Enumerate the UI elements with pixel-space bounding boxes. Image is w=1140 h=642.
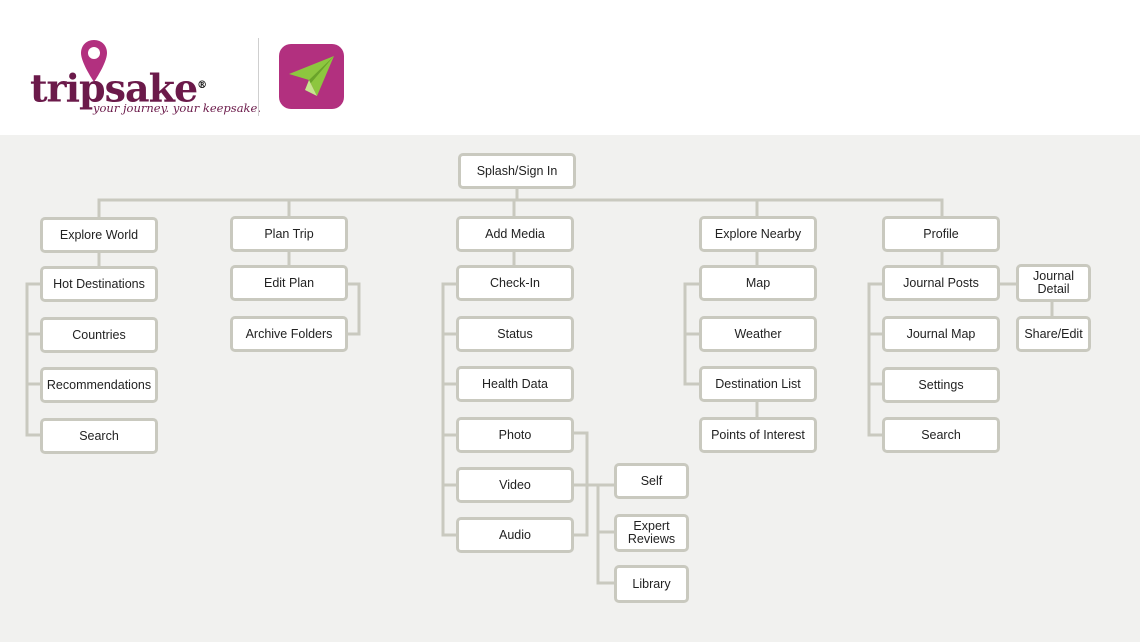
logo-word-trip: trip	[30, 65, 106, 111]
connector-lines	[25, 185, 1054, 585]
header-divider	[258, 38, 259, 116]
node-audio: Audio	[456, 517, 574, 553]
node-recommendations: Recommendations	[40, 367, 158, 403]
node-expert-reviews: Expert Reviews	[614, 514, 689, 552]
node-add-media: Add Media	[456, 216, 574, 252]
node-share-edit: Share/Edit	[1016, 316, 1091, 352]
node-world-search: Search	[40, 418, 158, 454]
node-journal-detail: Journal Detail	[1016, 264, 1091, 302]
tripsake-logo: tripsake® your journey. your keepsake.	[30, 38, 261, 120]
node-settings: Settings	[882, 367, 1000, 403]
paper-plane-icon	[279, 44, 344, 109]
node-destination-list: Destination List	[699, 366, 817, 402]
node-weather: Weather	[699, 316, 817, 352]
node-countries: Countries	[40, 317, 158, 353]
logo-tagline: your journey. your keepsake.	[93, 101, 261, 115]
node-map: Map	[699, 265, 817, 301]
node-profile-search: Search	[882, 417, 1000, 453]
sitemap-diagram: Splash/Sign In Explore World Hot Destina…	[0, 135, 1140, 642]
node-photo: Photo	[456, 417, 574, 453]
node-profile: Profile	[882, 216, 1000, 252]
registered-mark: ®	[197, 80, 207, 91]
node-journal-posts: Journal Posts	[882, 265, 1000, 301]
node-archive-folders: Archive Folders	[230, 316, 348, 352]
node-edit-plan: Edit Plan	[230, 265, 348, 301]
logo-wordmark: tripsake®	[30, 65, 207, 111]
logo-word-sake: sake	[104, 65, 199, 111]
node-status: Status	[456, 316, 574, 352]
node-explore-nearby: Explore Nearby	[699, 216, 817, 252]
node-explore-world: Explore World	[40, 217, 158, 253]
node-self: Self	[614, 463, 689, 499]
map-pin-icon	[81, 40, 107, 82]
node-splash-sign-in: Splash/Sign In	[458, 153, 576, 189]
node-hot-destinations: Hot Destinations	[40, 266, 158, 302]
node-health-data: Health Data	[456, 366, 574, 402]
node-plan-trip: Plan Trip	[230, 216, 348, 252]
node-video: Video	[456, 467, 574, 503]
header: tripsake® your journey. your keepsake.	[0, 0, 1140, 135]
node-check-in: Check-In	[456, 265, 574, 301]
node-journal-map: Journal Map	[882, 316, 1000, 352]
node-library: Library	[614, 565, 689, 603]
node-points-of-interest: Points of Interest	[699, 417, 817, 453]
